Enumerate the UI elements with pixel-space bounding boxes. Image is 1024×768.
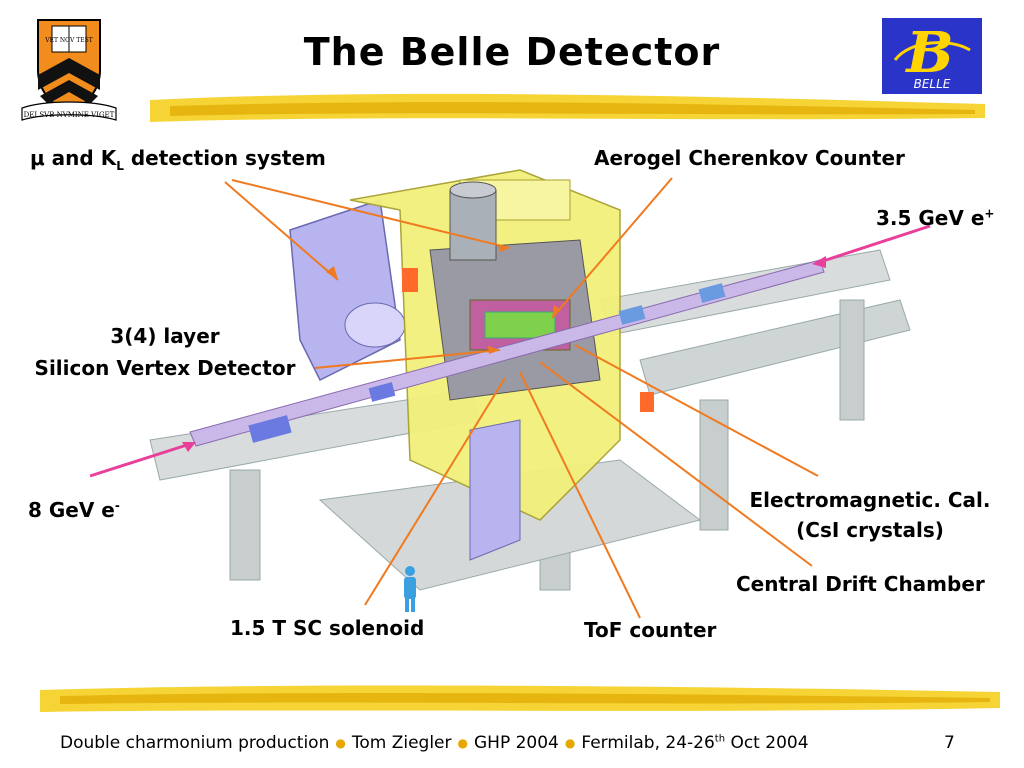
mu-kl-and-k: and K xyxy=(44,146,117,170)
princeton-shield-logo: VET NOV TEST DEI SVB NVMINE VIGET xyxy=(21,19,117,121)
belle-logo-letter: B xyxy=(904,20,953,86)
positron-beam-text: 3.5 GeV e xyxy=(876,206,985,230)
solenoid-label: 1.5 T SC solenoid xyxy=(230,616,425,640)
electron-beam-label: 8 GeV e- xyxy=(28,498,120,522)
footer-topic: Double charmonium production xyxy=(60,733,330,753)
footer-date-sup: th xyxy=(714,733,726,745)
annotation-arrows xyxy=(224,177,819,619)
mu-symbol: μ xyxy=(30,146,45,170)
belle-logo-text: BELLE xyxy=(914,77,951,91)
svd-label-line1: 3(4) layer xyxy=(110,324,220,348)
shield-ribbon-text: DEI SVB NVMINE VIGET xyxy=(24,111,115,119)
bottom-gold-stroke xyxy=(40,685,1000,712)
tof-label: ToF counter xyxy=(584,618,717,642)
top-gold-stroke xyxy=(150,93,985,122)
slide-footer: Double charmonium production ● Tom Ziegler… xyxy=(60,733,960,753)
detector-illustration xyxy=(149,169,911,612)
beam-arrows xyxy=(89,224,931,478)
footer-date-rest: Oct 2004 xyxy=(725,733,809,753)
ecal-label-line2: (CsI crystals) xyxy=(796,518,944,542)
positron-beam-label: 3.5 GeV e+ xyxy=(876,206,994,230)
mu-kl-rest: detection system xyxy=(123,146,326,170)
mu-kl-subscript: L xyxy=(116,159,124,173)
footer-location-date: Fermilab, 24-26 xyxy=(581,733,715,753)
electron-beam-sup: - xyxy=(114,498,120,513)
mu-kl-detection-label: μ and KL detection system xyxy=(30,146,326,173)
annotation-arrowheads xyxy=(326,244,561,354)
cdc-label: Central Drift Chamber xyxy=(736,572,985,596)
footer-author: Tom Ziegler xyxy=(351,733,452,753)
aerogel-label: Aerogel Cherenkov Counter xyxy=(594,146,905,170)
person-silhouette xyxy=(404,566,416,612)
ecal-label-line1: Electromagnetic. Cal. xyxy=(749,488,991,512)
page-number: 7 xyxy=(944,733,955,753)
electron-beam-text: 8 GeV e xyxy=(28,498,115,522)
footer-bullet-icon: ● xyxy=(335,736,346,750)
footer-bullet-icon: ● xyxy=(564,736,576,750)
footer-bullet-icon: ● xyxy=(457,736,468,750)
shield-book-text: VET NOV TEST xyxy=(44,37,92,44)
footer-conference: GHP 2004 xyxy=(473,733,559,753)
belle-logo: B BELLE xyxy=(882,18,982,94)
slide-title: The Belle Detector xyxy=(303,30,721,74)
positron-beam-sup: + xyxy=(984,206,995,221)
svd-label-line2: Silicon Vertex Detector xyxy=(34,356,296,380)
